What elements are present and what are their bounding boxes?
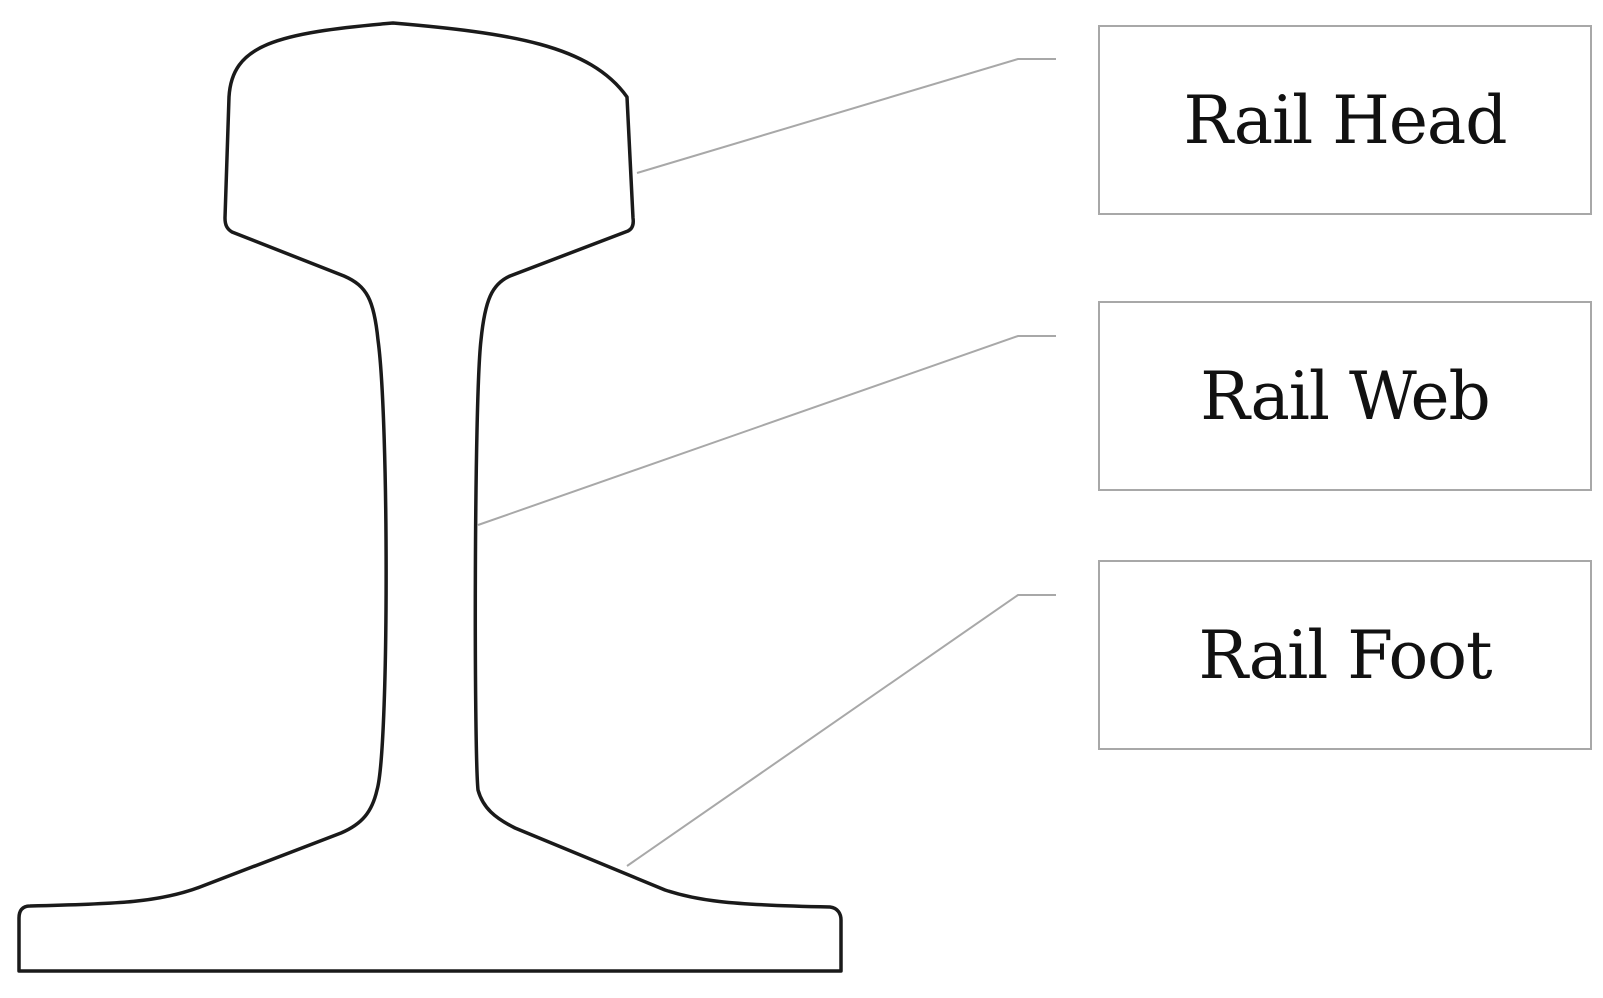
leader-line-foot [626, 594, 1056, 867]
rail-cross-section [17, 21, 843, 973]
rail-head-label: Rail Head [1183, 81, 1508, 159]
rail-foot-label-box: Rail Foot [1098, 560, 1592, 750]
rail-head-label-box: Rail Head [1098, 25, 1592, 215]
leader-line-web [477, 335, 1056, 526]
leader-line-head [636, 58, 1056, 174]
rail-foot-label: Rail Foot [1198, 616, 1493, 694]
rail-web-label-box: Rail Web [1098, 301, 1592, 491]
rail-web-label: Rail Web [1200, 357, 1491, 435]
